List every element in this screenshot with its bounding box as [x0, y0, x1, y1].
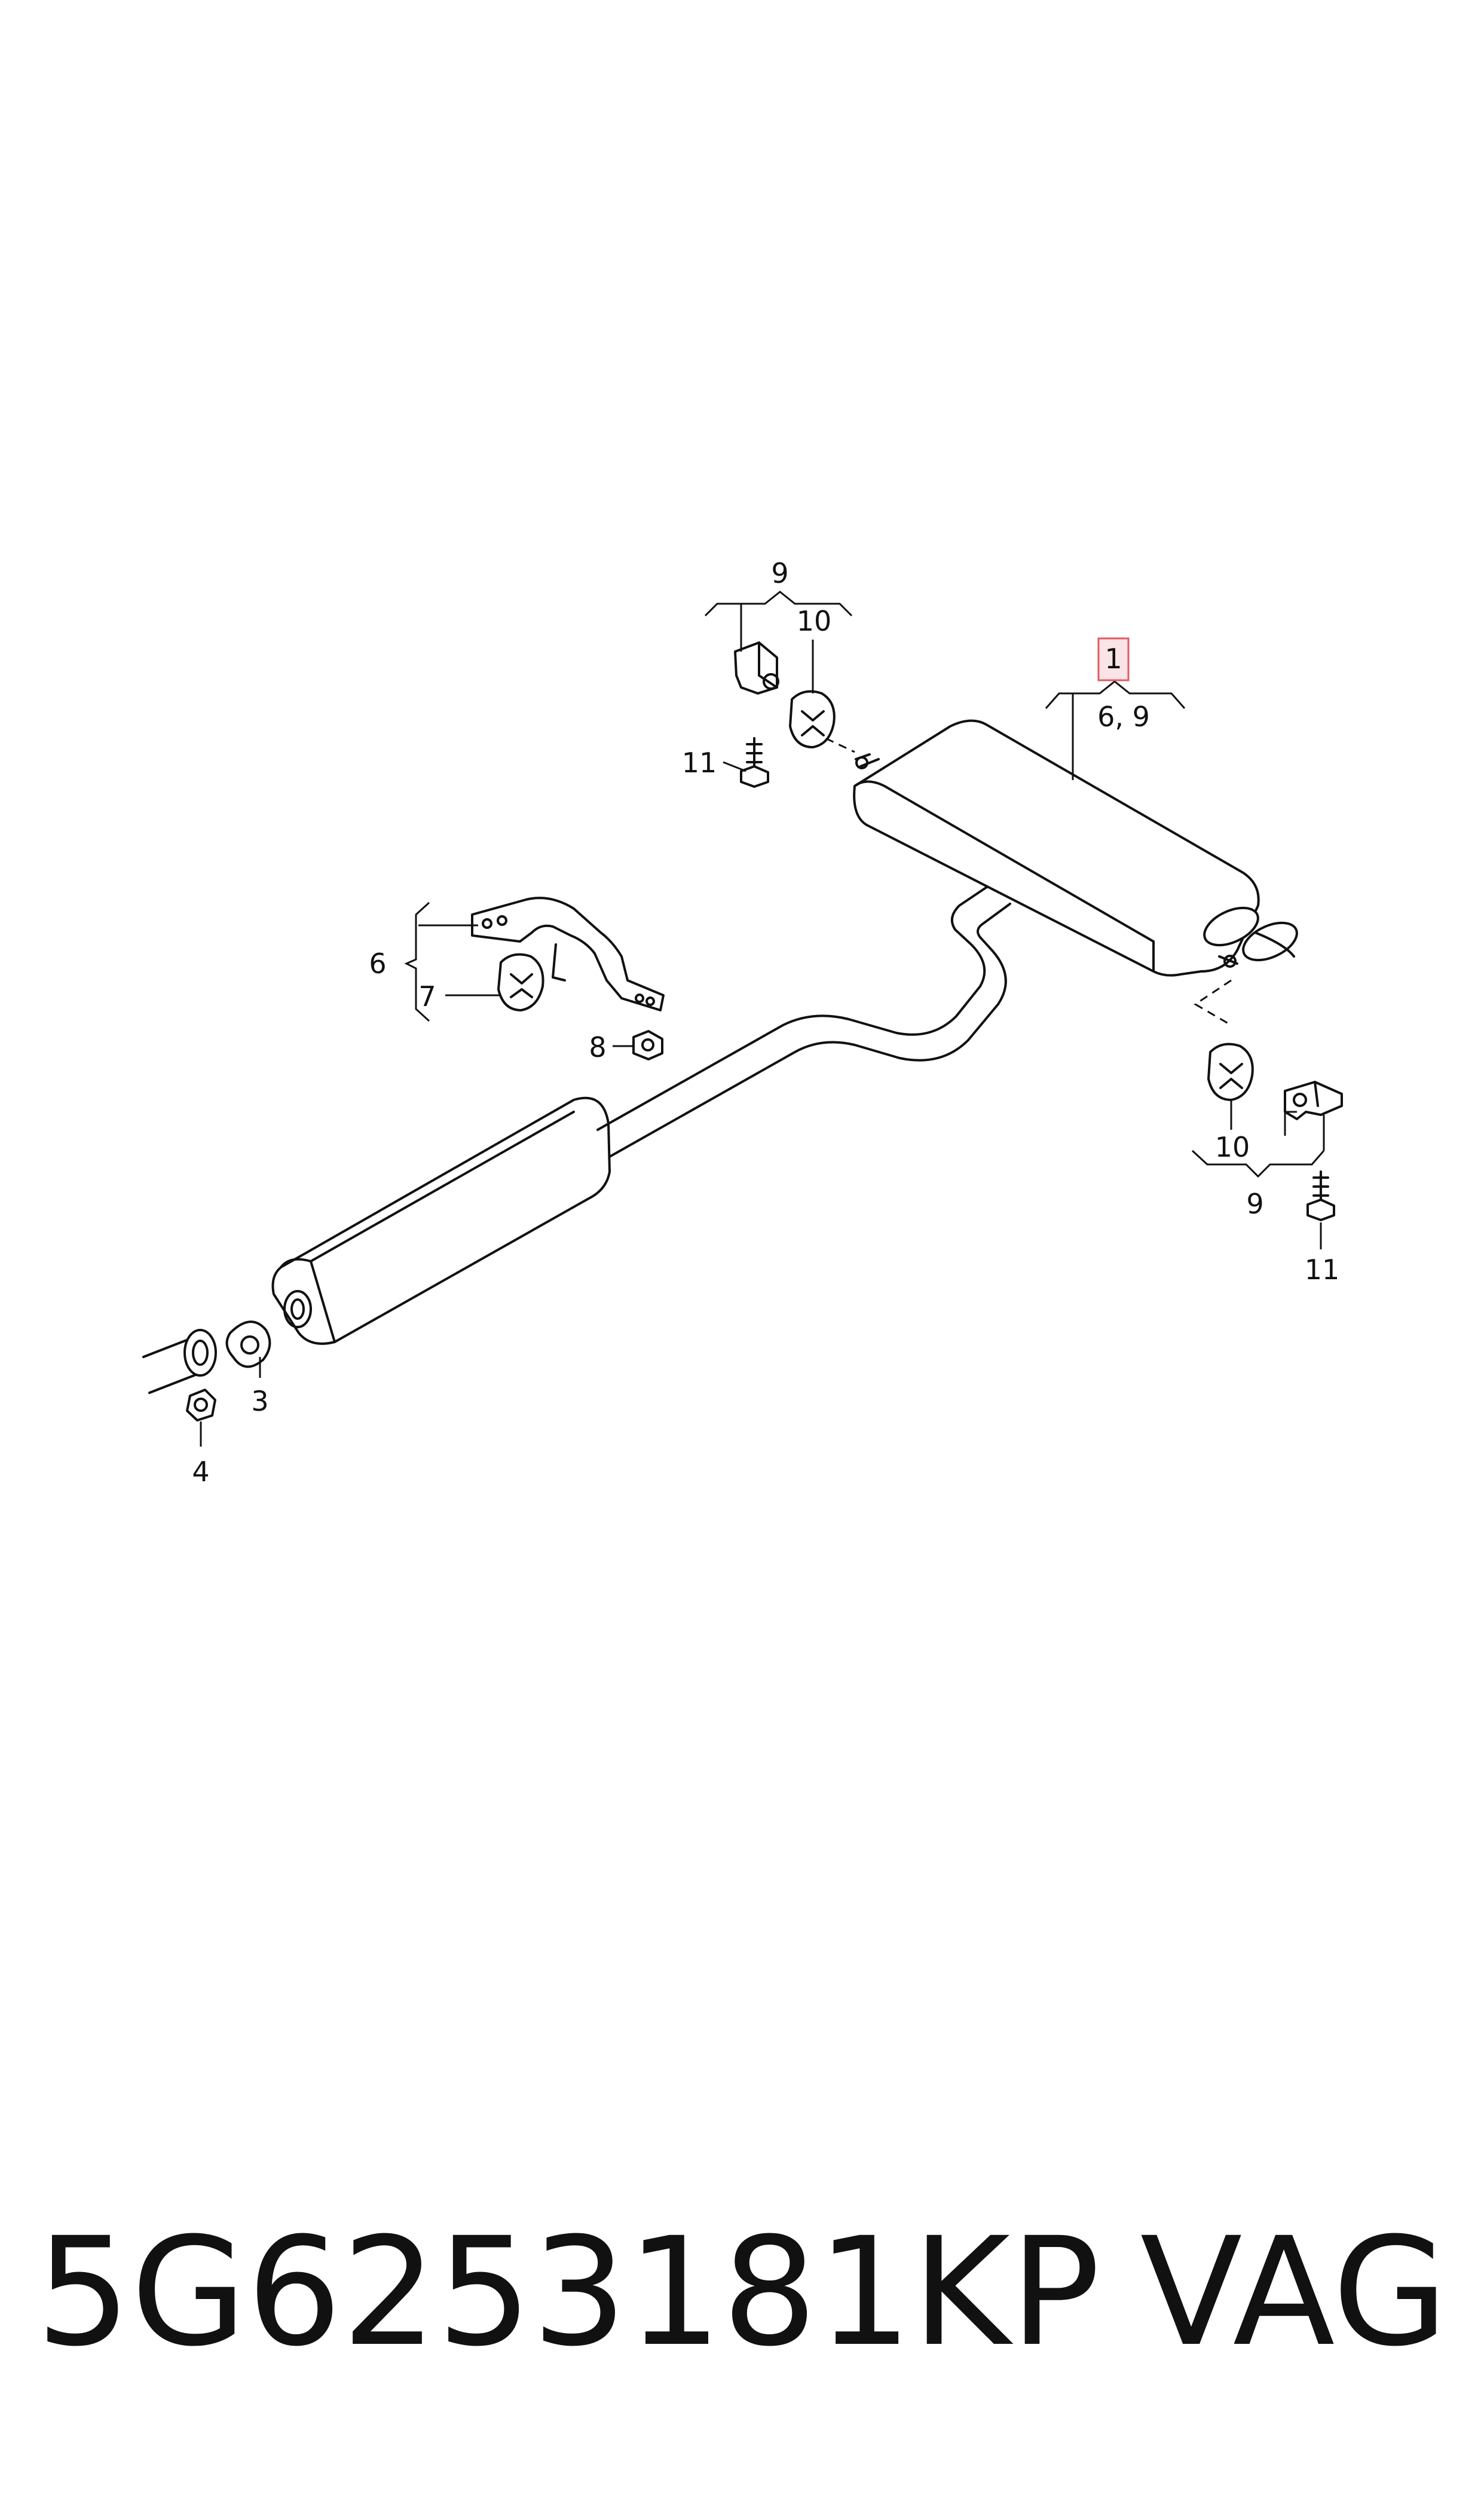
callout-1: 1: [1104, 643, 1122, 675]
callout-10-bottom: 10: [1215, 1131, 1250, 1163]
callout-4: 4: [192, 1456, 209, 1488]
assembly-line-rear: [1194, 979, 1232, 1026]
rubber-part-7: [497, 953, 544, 1011]
callout-8: 8: [589, 1031, 606, 1063]
callout-9-bottom: 9: [1246, 1188, 1263, 1220]
part-number: 5G6253181KP: [36, 2205, 1100, 2379]
gasket-part-3: [225, 1320, 271, 1378]
callout-7: 7: [418, 980, 436, 1013]
callout-6: 6: [369, 947, 386, 980]
callout-11-top: 11: [682, 747, 717, 779]
front-pipe: [142, 1329, 217, 1394]
hanger-bracket-top: [734, 641, 779, 695]
callout-10-top: 10: [797, 605, 832, 637]
nut-part-8: [632, 1030, 663, 1060]
callout-11-bottom: 11: [1305, 1254, 1340, 1286]
rubber-mount-rear-part-10: [1207, 1043, 1254, 1101]
nut-part-4: [186, 1389, 216, 1447]
callout-9-top: 9: [771, 557, 788, 589]
bracket-part-6: [471, 897, 665, 1011]
center-silencer: [271, 1096, 611, 1345]
footer-caption: 5G6253181KP VAG: [36, 2206, 1448, 2379]
callout-1-sub: 6, 9: [1097, 701, 1150, 733]
callout-3: 3: [251, 1385, 268, 1417]
hanger-bracket-rear: [1284, 1081, 1343, 1120]
rear-silencer-part-1: [853, 719, 1298, 977]
bolt-top-part-11: [740, 737, 769, 788]
bolt-rear-part-11: [1306, 1170, 1335, 1221]
callout-leaders: [404, 591, 1325, 1249]
connecting-pipe: [596, 882, 1011, 1158]
rubber-mount-top-part-10: [789, 690, 836, 748]
callout-1-highlight-box: [1097, 637, 1130, 681]
brand-name: VAG: [1140, 2205, 1448, 2379]
